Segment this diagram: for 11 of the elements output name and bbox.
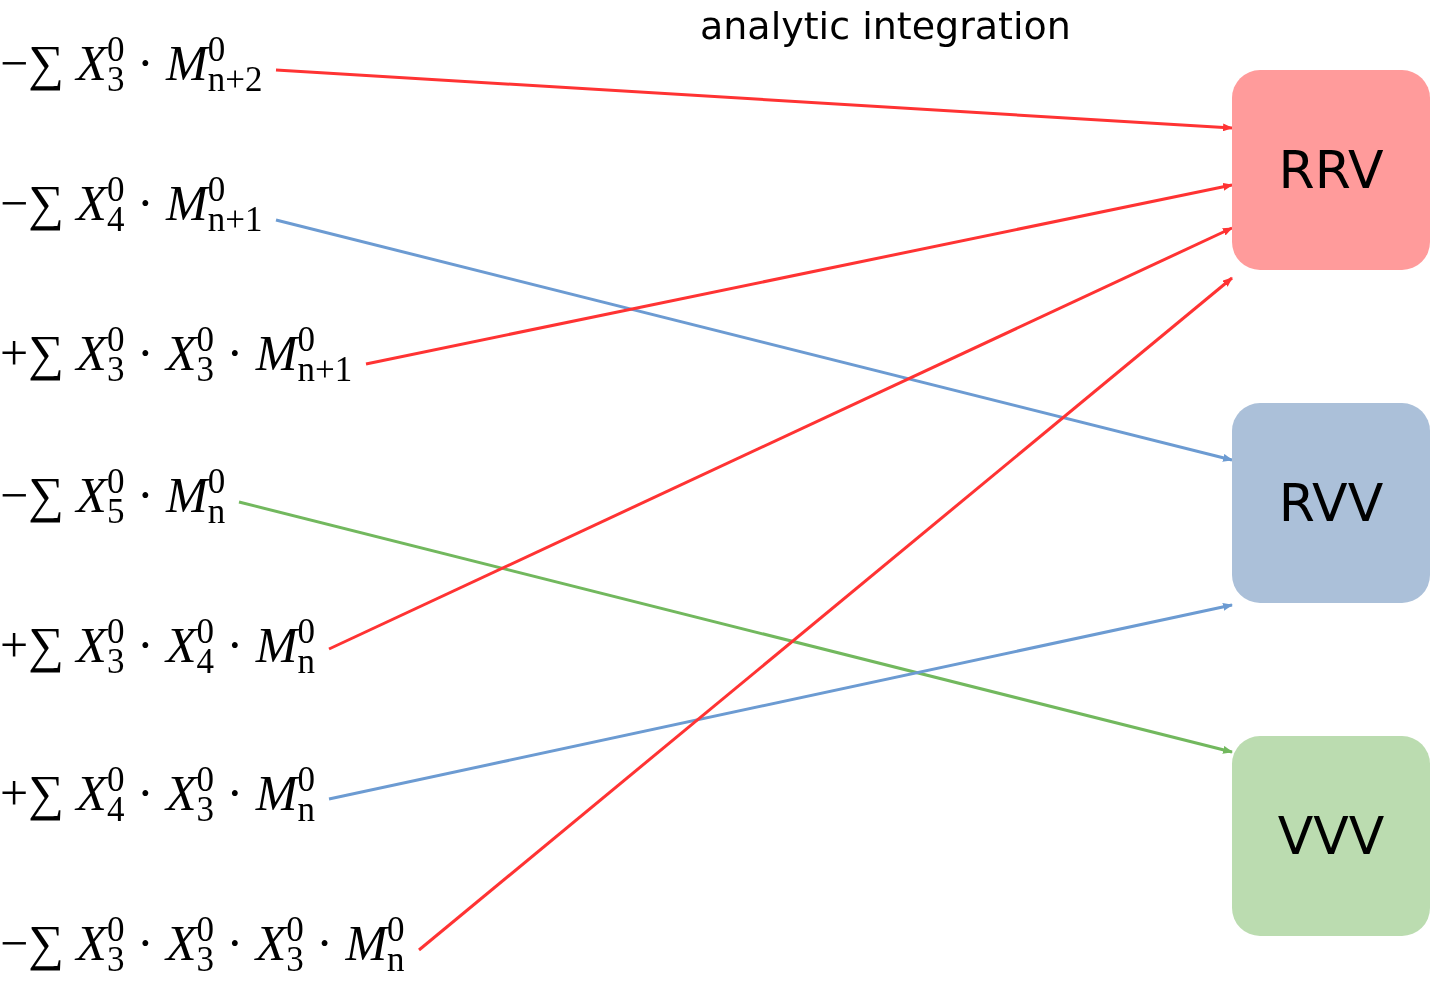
arrow [328, 603, 1233, 801]
category-box: RVV [1232, 403, 1430, 603]
arrow [365, 182, 1233, 366]
diagram-title: analytic integration [700, 4, 1071, 48]
category-box: RRV [1232, 70, 1430, 270]
arrow [418, 276, 1233, 952]
arrow [275, 68, 1233, 132]
category-box: VVV [1232, 736, 1430, 936]
arrow [328, 226, 1233, 651]
arrow [275, 218, 1233, 462]
arrow [238, 500, 1233, 754]
